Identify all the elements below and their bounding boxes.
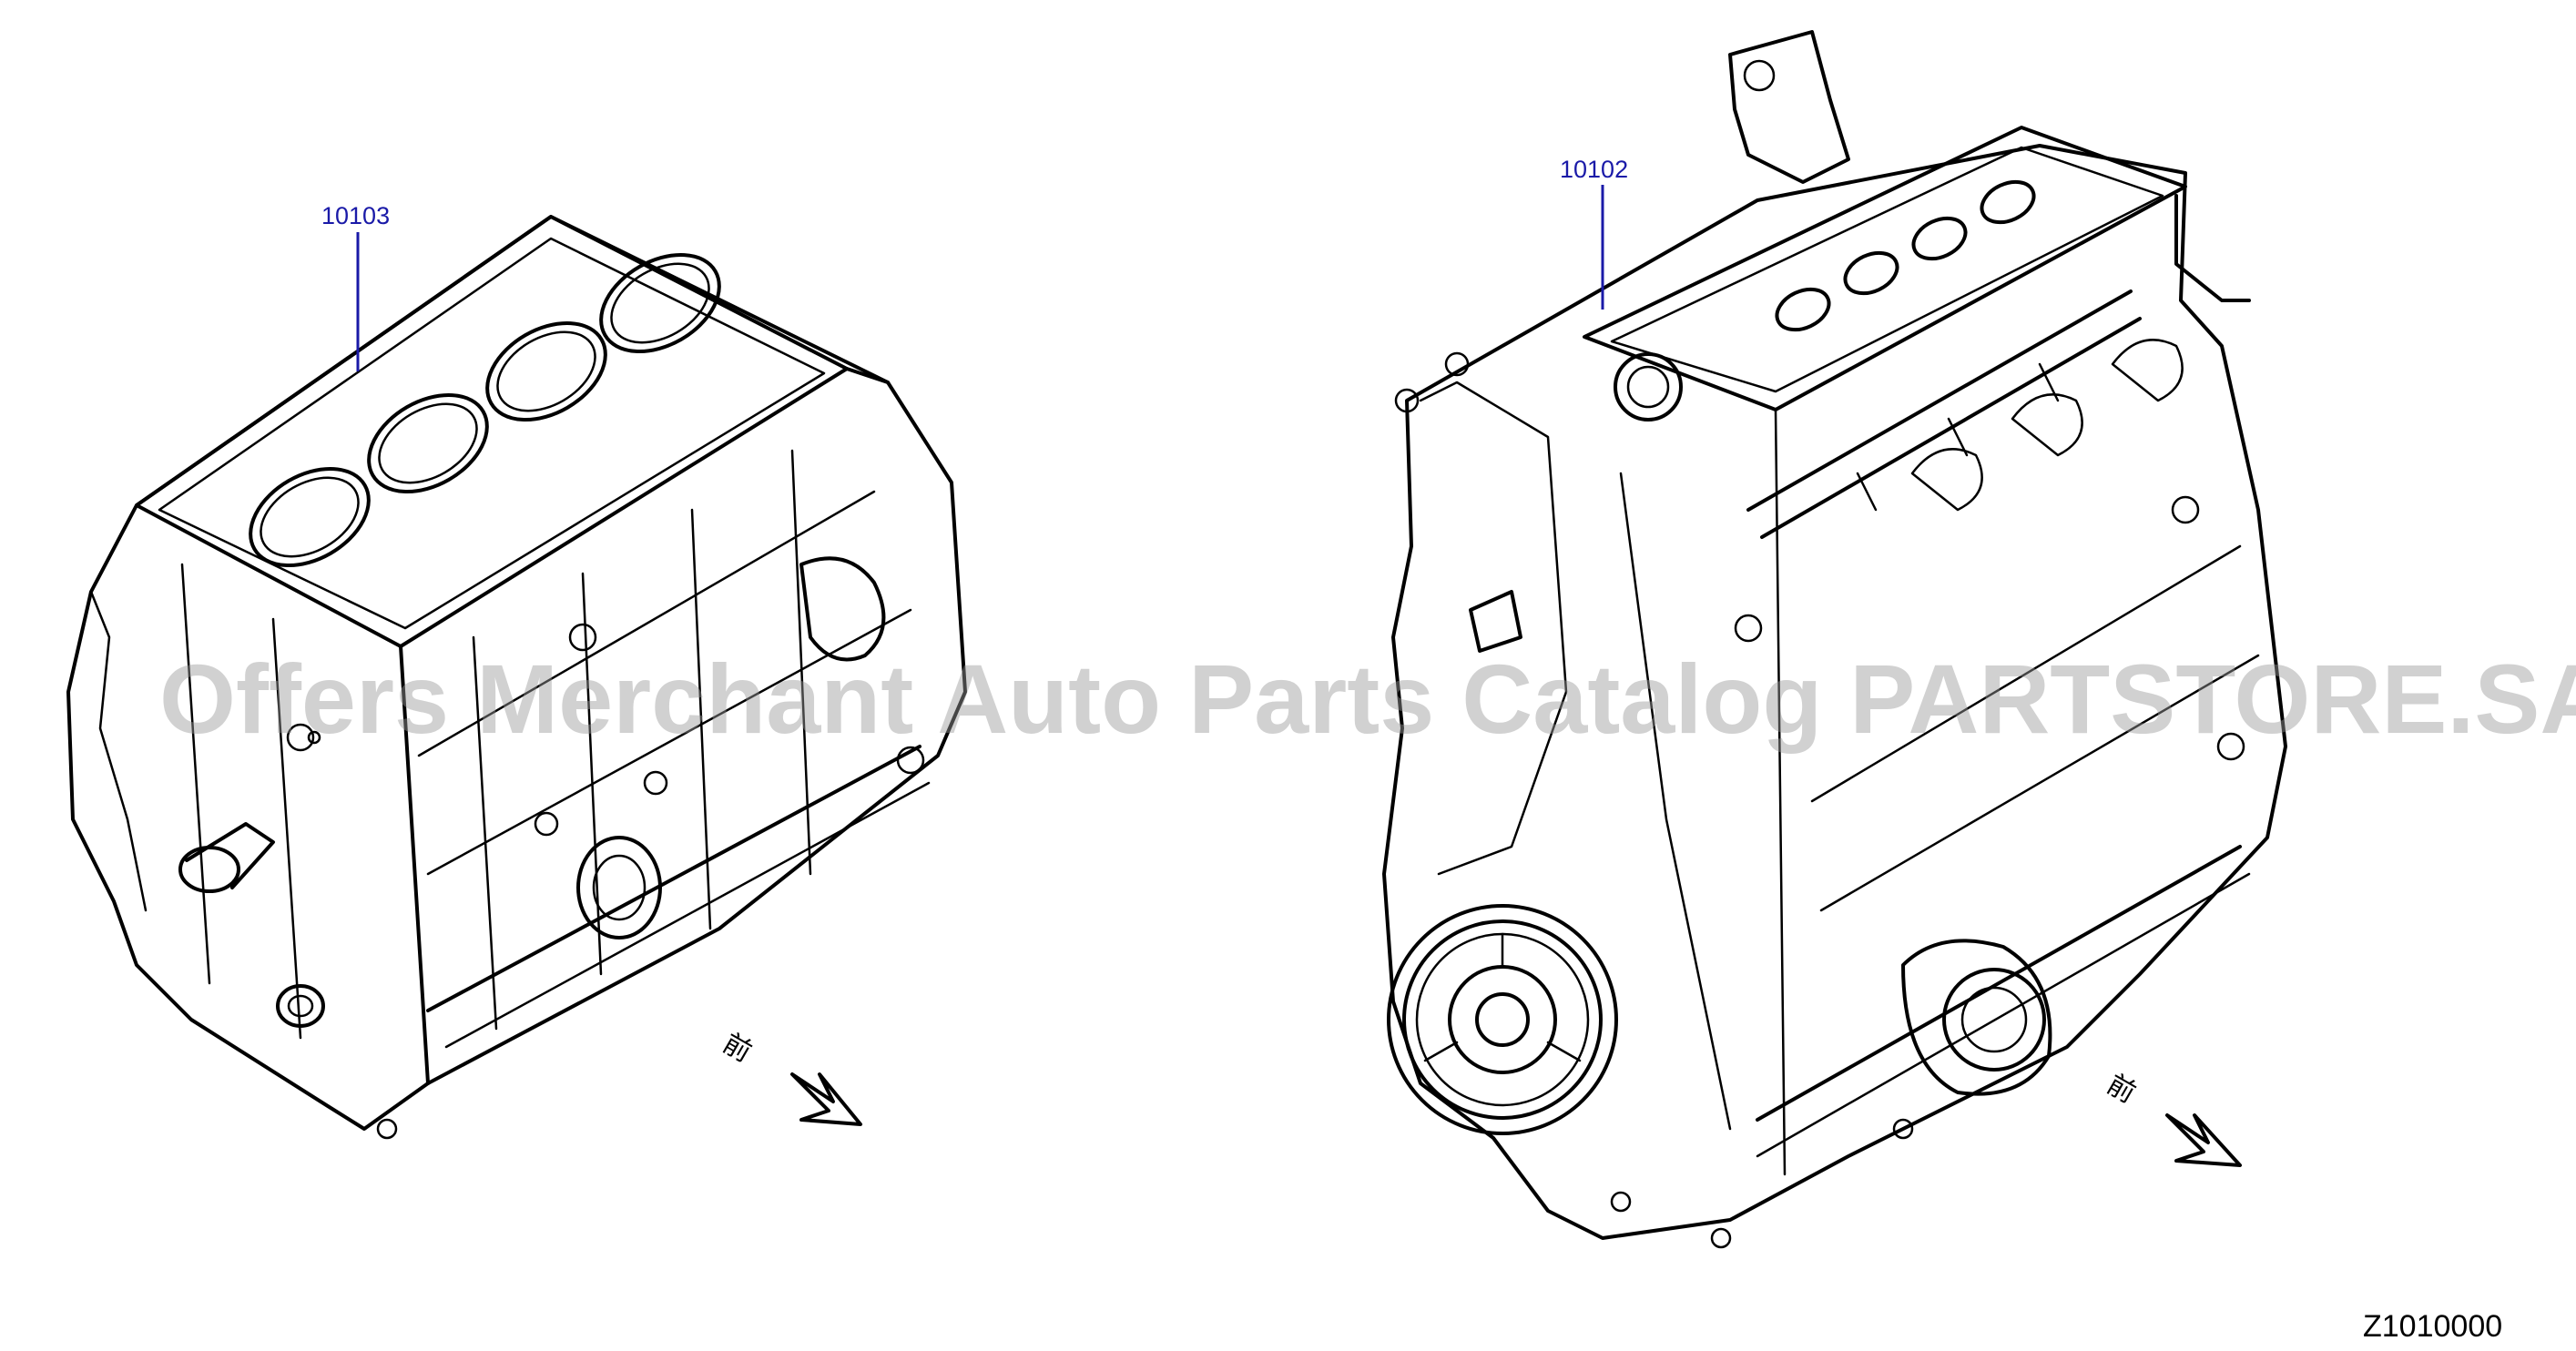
watermark-text: Offers Merchant Auto Parts Catalog PARTS…	[159, 644, 2576, 754]
part-callout-10103[interactable]: 10103	[321, 202, 390, 229]
front-marker-left: 前	[718, 1028, 757, 1069]
front-marker-right: 前	[2102, 1069, 2141, 1110]
front-direction-arrow-left: 前	[718, 1028, 862, 1126]
front-direction-arrow-right: 前	[2102, 1069, 2242, 1167]
engine-assembly-drawing[interactable]	[1382, 30, 2287, 1249]
figure-code: Z1010000	[2363, 1309, 2502, 1344]
part-callout-10102[interactable]: 10102	[1560, 156, 1628, 183]
cylinder-block-drawing[interactable]	[66, 215, 967, 1140]
